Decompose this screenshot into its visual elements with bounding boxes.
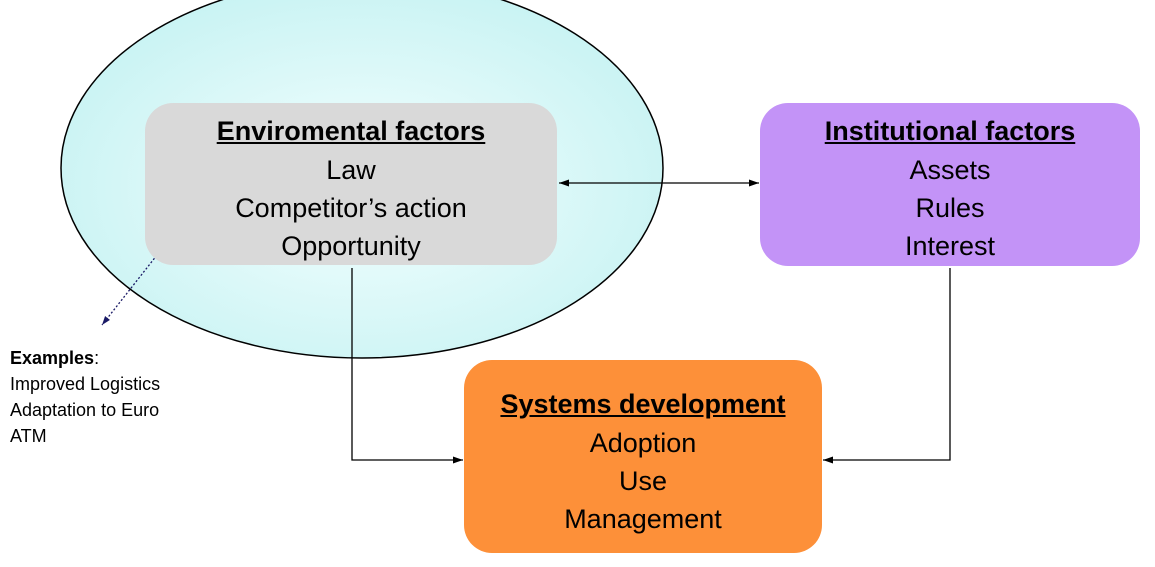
systems-development-box: Systems development Adoption Use Managem… <box>464 360 822 553</box>
systems-development-title: Systems development <box>500 389 786 419</box>
institutional-factors-title: Institutional factors <box>824 116 1076 146</box>
institutional-to-systems-arrow <box>823 268 951 464</box>
systems-item-management: Management <box>564 504 722 534</box>
institutional-item-assets: Assets <box>909 155 991 185</box>
institutional-item-interest: Interest <box>904 231 996 261</box>
example-item-improved-logistics: Improved Logistics <box>10 374 161 394</box>
examples-label: Examples <box>10 348 95 368</box>
example-item-adaptation-to-euro: Adaptation to Euro <box>10 400 160 420</box>
examples-note: Examples: Improved Logistics Adaptation … <box>10 345 160 449</box>
environmental-factors-box: Enviromental factors Law Competitor’s ac… <box>145 103 557 265</box>
systems-item-adoption: Adoption <box>589 428 697 458</box>
examples-heading: Examples: <box>10 345 160 371</box>
institutional-item-rules: Rules <box>915 193 985 223</box>
environmental-item-competitors-action: Competitor’s action <box>235 193 467 223</box>
environmental-item-law: Law <box>326 155 376 185</box>
environmental-to-systems-arrow <box>351 268 463 464</box>
examples-separator: : <box>94 348 100 368</box>
environmental-item-opportunity: Opportunity <box>281 231 421 261</box>
institutional-factors-box: Institutional factors Assets Rules Inter… <box>760 103 1140 266</box>
environmental-factors-title: Enviromental factors <box>216 116 486 146</box>
example-item-atm: ATM <box>10 426 47 446</box>
systems-item-use: Use <box>618 466 667 496</box>
